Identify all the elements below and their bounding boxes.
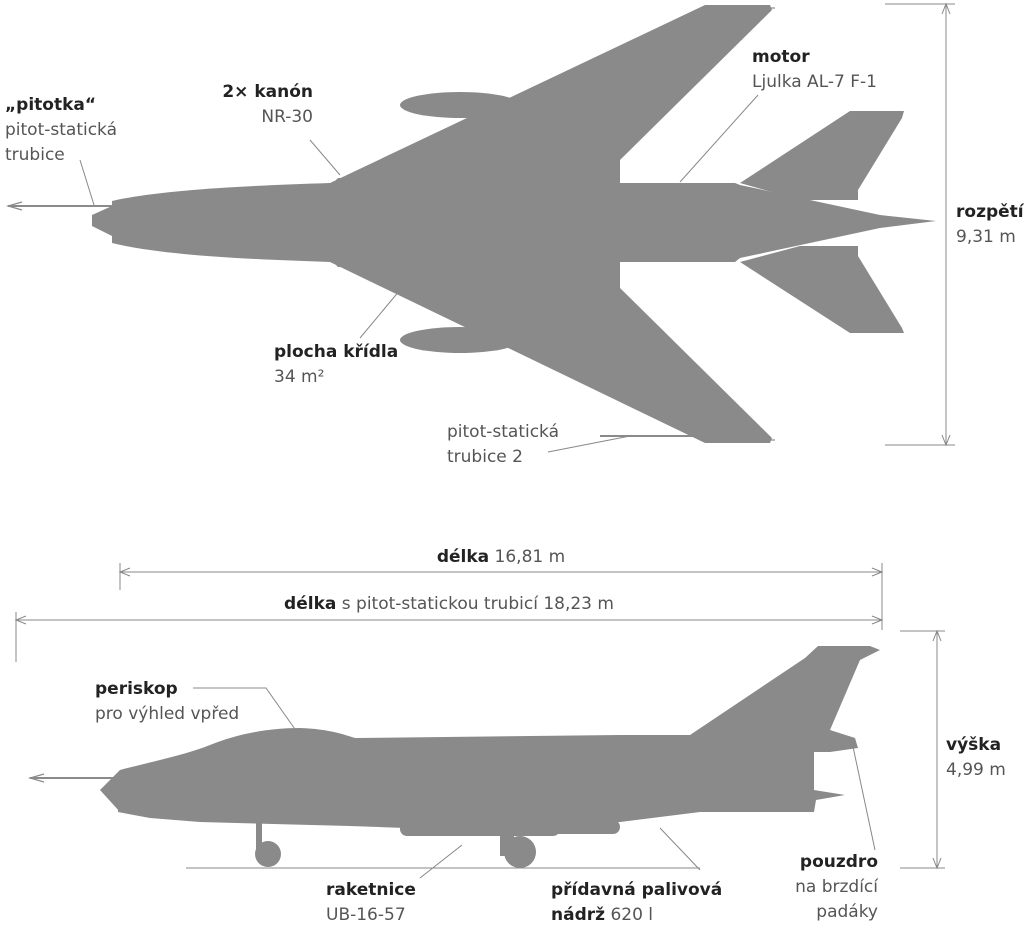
chute-label: pouzdro na brzdící padáky: [795, 852, 878, 922]
cannon-label: 2× kanón NR-30: [222, 82, 313, 127]
top-view-aircraft: [92, 5, 936, 443]
engine-label: motor Ljulka AL-7 F-1: [752, 47, 877, 92]
pitot-title: „pitotka“: [5, 95, 97, 115]
height-label: výška 4,99 m: [946, 735, 1006, 780]
pitot-label: „pitotka“ pitot-statická trubice: [5, 95, 118, 165]
side-view-aircraft: [100, 646, 880, 868]
length-label: délka 16,81 m: [436, 547, 566, 567]
periscope-label: periskop pro výhled vpřed: [95, 679, 240, 724]
length-pitot-label: délka s pitot-statickou trubicí 18,23 m: [284, 594, 614, 614]
wingspan-label: rozpětí 9,31 m: [956, 202, 1024, 247]
pitot2-label: pitot-statická trubice 2: [447, 422, 560, 467]
rockets-label: raketnice UB-16-57: [326, 880, 416, 925]
tank-label: přídavná palivová nádrž 620 l: [551, 880, 723, 925]
wing-area-label: plocha křídla 34 m²: [274, 342, 399, 387]
